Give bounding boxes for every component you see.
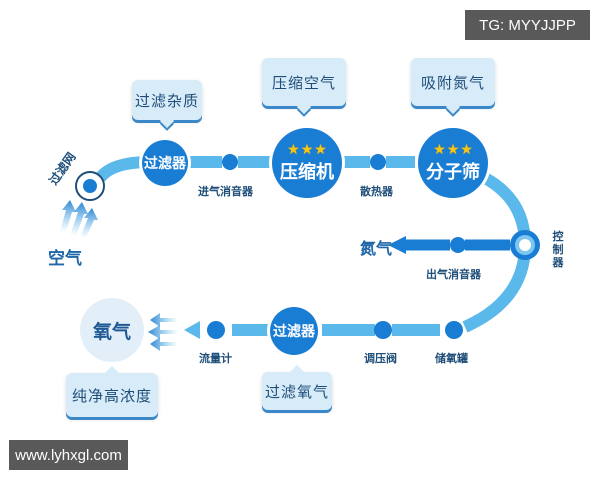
pressure-valve-label: 调压阀: [364, 352, 397, 365]
radiator-label: 散热器: [360, 185, 393, 198]
controller-char: 控: [552, 230, 564, 243]
node-filter-2: 过滤器: [270, 307, 318, 355]
callout-text: 吸附氮气: [420, 73, 485, 92]
callout-compress-air: 压缩空气: [262, 58, 346, 115]
node-label: 过滤器: [273, 324, 315, 340]
controller-char: 制: [552, 243, 564, 256]
node-compressor: ★ ★ ★ 压缩机: [272, 128, 342, 198]
node-molecular-sieve: ★ ★ ★ 分子筛: [418, 128, 488, 198]
star-icon: ★: [460, 141, 473, 158]
star-icon: ★: [446, 141, 460, 158]
star-icon: ★: [287, 141, 300, 158]
node-filter-1: 过滤器: [142, 140, 188, 186]
callout-adsorb-nitrogen: 吸附氮气: [411, 58, 495, 115]
callout-text: 压缩空气: [271, 73, 336, 92]
star-icon: ★: [300, 141, 314, 158]
controller-label: 控 制 器: [552, 230, 564, 269]
oxygen-output-bubble: 氧气: [80, 298, 144, 362]
exhaust-muffler-label: 出气消音器: [426, 268, 481, 281]
node-label: 过滤器: [144, 156, 186, 172]
star-icon: ★: [433, 141, 446, 158]
callout-filter-oxygen: 过滤氧气: [262, 364, 332, 410]
watermark-top-right: TG: MYYJJPP: [465, 10, 590, 40]
air-input-label: 空气: [48, 249, 82, 269]
node-label: 氧气: [92, 320, 131, 343]
star-icon: ★: [314, 141, 327, 158]
callout-text: 纯净高浓度: [71, 386, 152, 405]
controller-char: 器: [552, 256, 564, 269]
callout-text: 过滤氧气: [264, 382, 329, 401]
callout-pure-high-concentration: 纯净高浓度: [66, 365, 158, 417]
callout-filter-impurities: 过滤杂质: [132, 80, 202, 129]
node-label: 压缩机: [280, 161, 334, 183]
intake-muffler-label: 进气消音器: [198, 185, 253, 198]
node-label: 分子筛: [426, 161, 480, 183]
flowmeter-label: 流量计: [199, 352, 232, 365]
oxygen-tank-label: 储氧罐: [435, 352, 468, 365]
callout-text: 过滤杂质: [134, 91, 199, 110]
watermark-bottom-left: www.lyhxgl.com: [9, 440, 128, 470]
rating-stars: ★ ★ ★: [433, 143, 473, 157]
rating-stars: ★ ★ ★: [287, 143, 327, 157]
nitrogen-output-label: 氮气: [360, 239, 393, 258]
